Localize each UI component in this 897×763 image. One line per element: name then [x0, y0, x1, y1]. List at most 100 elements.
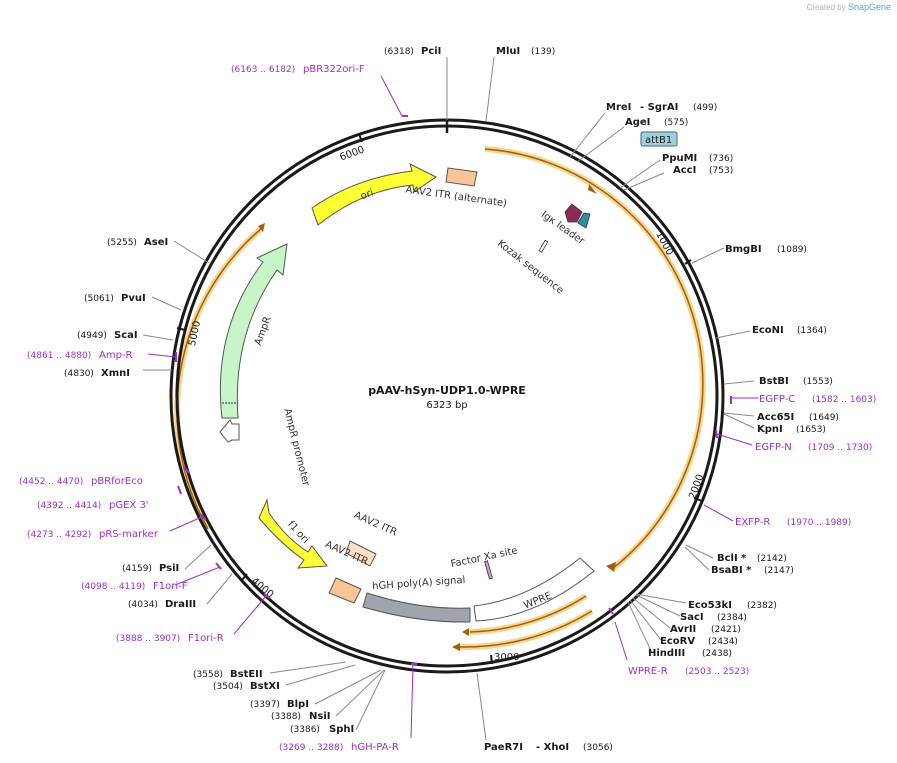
- site-name-psii: PsiI: [159, 563, 179, 574]
- feature-attb1[interactable]: attB1: [640, 131, 678, 147]
- site-pos-econi: (1364): [797, 326, 827, 336]
- site-pcii[interactable]: (6318)PciI: [384, 46, 441, 57]
- site-scai[interactable]: (4949)ScaI: [77, 330, 138, 341]
- primer-f1ori-r[interactable]: (3888 .. 3907)F1ori-R: [116, 633, 224, 644]
- site-econi[interactable]: EcoNI (1364): [752, 325, 827, 336]
- site-sphi[interactable]: (3386)SphI: [290, 724, 354, 735]
- feature-label-attb1: attB1: [645, 135, 672, 146]
- feature-label-aav2-itr-1: AAV2 ITR: [352, 510, 398, 539]
- site-pos-bsabi: (2147): [764, 566, 794, 576]
- site-bcli[interactable]: BclI *(2142): [717, 553, 787, 564]
- feature-kozak[interactable]: Kozak sequence: [495, 238, 565, 296]
- primer-pos-egfp-n: (1709 .. 1730): [808, 443, 872, 453]
- site-paer7i-xhoi[interactable]: PaeR7I- XhoI(3056): [484, 742, 613, 753]
- site-xmni[interactable]: (4830)XmnI: [64, 368, 130, 379]
- feature-ori[interactable]: ori: [311, 163, 437, 226]
- primer-name-egfp-n: EGFP-N: [755, 442, 792, 453]
- site-name-mrei: MreI: [606, 102, 631, 113]
- plasmid-length: 6323 bp: [426, 400, 467, 411]
- feature-ampr-promoter[interactable]: AmpR promoter: [219, 407, 311, 488]
- site-name-sgrai: - SgrAI: [640, 102, 678, 113]
- feature-factor-xa[interactable]: Factor Xa site: [450, 545, 519, 580]
- site-eco53ki[interactable]: Eco53kI(2382): [688, 600, 777, 611]
- primer-egfp-c[interactable]: EGFP-C (1582 .. 1603): [759, 394, 876, 405]
- orf-arrow-bottom-2[interactable]: [452, 608, 594, 651]
- site-name-acc65i: Acc65I: [757, 412, 794, 423]
- primer-pos-pgex3: (4392 .. 4414): [37, 501, 101, 511]
- scale-tick-3000: 3000: [490, 652, 519, 665]
- site-name-sphi: SphI: [329, 724, 354, 735]
- site-bstbi[interactable]: BstBI(1553): [759, 376, 833, 387]
- primer-prs-marker[interactable]: (4273 .. 4292)pRS-marker: [27, 529, 159, 540]
- site-pos-avrii: (2421): [711, 625, 741, 635]
- site-bsteii[interactable]: (3558)BstEII: [193, 669, 263, 680]
- primer-labels: (6163 .. 6182)pBR322ori-F EGFP-C (1582 ..…: [19, 64, 876, 753]
- primer-exfp-r[interactable]: EXFP-R(1970 .. 1989): [735, 517, 851, 528]
- site-pos-blpi: (3397): [250, 700, 280, 710]
- site-name-acci: AccI: [673, 165, 696, 176]
- site-draiii[interactable]: (4034)DraIII: [128, 599, 196, 610]
- site-agei[interactable]: AgeI(575): [625, 117, 688, 128]
- primer-hgh-pa-r[interactable]: (3269 .. 3288)hGH-PA-R: [279, 742, 399, 753]
- primer-f1ori-f[interactable]: (4098 .. 4119)F1ori-F: [81, 581, 188, 592]
- primer-pos-pbrforeco: (4452 .. 4470): [19, 477, 83, 487]
- feature-label-hgh-polya: hGH poly(A) signal: [372, 575, 466, 592]
- site-name-draiii: DraIII: [165, 599, 196, 610]
- site-bstxi[interactable]: (3504)BstXI: [213, 681, 280, 692]
- site-bmgbi[interactable]: BmgBI(1089): [725, 244, 807, 255]
- primer-pbrforeco[interactable]: (4452 .. 4470)pBRforEco: [19, 476, 143, 487]
- primer-pos-egfp-c: (1582 .. 1603): [812, 395, 876, 405]
- primer-egfp-n[interactable]: EGFP-N (1709 .. 1730): [755, 442, 872, 453]
- site-mlui[interactable]: MluI(139): [496, 46, 555, 57]
- primer-name-wpre-r: WPRE-R: [628, 666, 668, 677]
- primer-pbr322ori-f[interactable]: (6163 .. 6182)pBR322ori-F: [231, 64, 365, 75]
- site-asei[interactable]: (5255)AseI: [107, 237, 168, 248]
- primer-amp-r[interactable]: (4861 .. 4880)Amp-R: [27, 350, 133, 361]
- feature-f1-ori[interactable]: f1 ori: [258, 498, 328, 569]
- site-bsabi[interactable]: BsaBI *(2147): [711, 565, 794, 576]
- scale-tick-5000: 5000: [176, 320, 203, 347]
- feature-wpre[interactable]: WPRE: [473, 557, 595, 622]
- site-name-eco53ki: Eco53kI: [688, 600, 732, 611]
- feature-hgh-polya[interactable]: hGH poly(A) signal: [362, 575, 471, 623]
- snapgene-brand: SnapGene: [847, 2, 891, 12]
- site-name-mlui: MluI: [496, 46, 520, 57]
- feature-label-ampr-promoter: AmpR promoter: [281, 407, 311, 488]
- site-mrei-sgrai[interactable]: MreI - SgrAI (499): [606, 102, 717, 113]
- site-acci[interactable]: AccI(753): [673, 165, 733, 176]
- credit-prefix: Created by: [806, 3, 846, 12]
- site-saci[interactable]: SacI(2384): [680, 612, 747, 623]
- site-ppumi[interactable]: PpuMI(736): [662, 153, 733, 164]
- site-pos-kpni: (1653): [796, 425, 826, 435]
- site-kpni[interactable]: KpnI(1653): [757, 424, 826, 435]
- orf-arrow-right[interactable]: [484, 146, 706, 572]
- site-psii[interactable]: (4159)PsiI: [122, 563, 179, 574]
- site-acc65i[interactable]: Acc65I(1649): [757, 412, 839, 423]
- site-pos-asei: (5255): [107, 238, 137, 248]
- site-blpi[interactable]: (3397)BlpI: [250, 699, 309, 710]
- site-pos-mrei: (499): [693, 103, 717, 113]
- primer-name-pbr322ori-f: pBR322ori-F: [303, 64, 365, 75]
- primer-pos-exfp-r: (1970 .. 1989): [787, 518, 851, 528]
- site-name-econi: EcoNI: [752, 325, 784, 336]
- site-avrii[interactable]: AvrII (2421): [670, 624, 741, 635]
- site-nsii[interactable]: (3388)NsiI: [271, 711, 330, 722]
- feature-ampr[interactable]: AmpR: [219, 243, 288, 419]
- site-name-avrii: AvrII: [670, 624, 696, 635]
- site-name-ecorv: EcoRV: [660, 636, 695, 647]
- primer-pgex3[interactable]: (4392 .. 4414) pGEX 3': [37, 500, 149, 511]
- feature-label-ori: ori: [359, 188, 375, 203]
- orf-arrow-left[interactable]: [174, 223, 265, 531]
- site-name-hindiii: HindIII: [648, 648, 685, 659]
- site-ecorv[interactable]: EcoRV(2434): [660, 636, 738, 647]
- site-name-bcli: BclI *: [717, 553, 747, 564]
- site-pvui[interactable]: (5061)PvuI: [84, 293, 146, 304]
- primer-name-egfp-c: EGFP-C: [759, 394, 795, 405]
- orf-arrow-bottom-1[interactable]: [462, 593, 588, 636]
- primer-wpre-r[interactable]: WPRE-R(2503 .. 2523): [628, 666, 749, 677]
- site-hindiii[interactable]: HindIII(2438): [648, 648, 732, 659]
- primer-name-pgex3: pGEX 3': [109, 500, 149, 511]
- primer-pos-f1ori-r: (3888 .. 3907): [116, 634, 180, 644]
